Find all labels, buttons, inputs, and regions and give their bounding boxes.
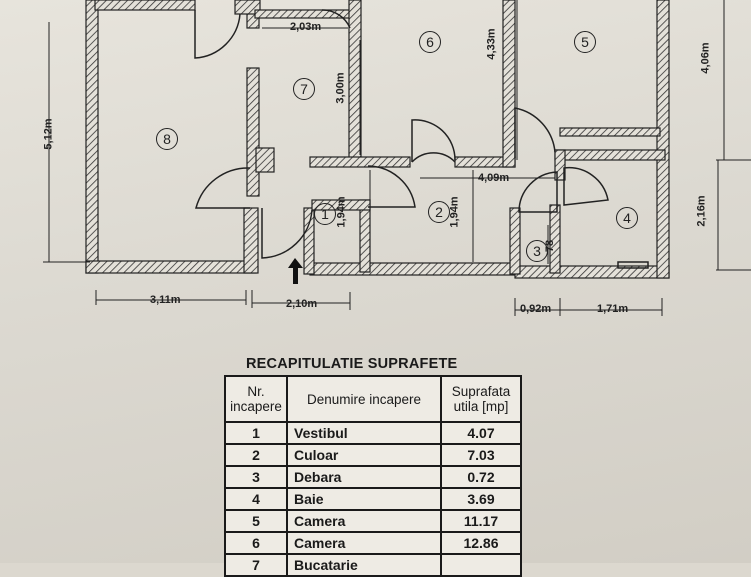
room-number-1: 1 <box>314 203 336 225</box>
cell-area: 4.07 <box>440 421 522 445</box>
cell-nr: 1 <box>224 421 288 445</box>
room-number-6: 6 <box>419 31 441 53</box>
cell-name: Bucatarie <box>286 553 442 577</box>
dim-room5-height: 4,06m <box>699 42 712 74</box>
dim-debara-width: 0,92m <box>520 303 552 315</box>
cell-name: Vestibul <box>286 421 442 445</box>
cell-area <box>440 553 522 577</box>
dim-room8-height: 5,12m <box>42 118 55 150</box>
dim-corridor-width: 4,09m <box>478 172 510 184</box>
cell-nr: 3 <box>224 465 288 489</box>
doors <box>194 9 649 269</box>
dim-room8-width: 3,11m <box>150 294 181 306</box>
cell-area: 7.03 <box>440 443 522 467</box>
dim-room6-height: 4,33m <box>485 28 498 60</box>
room-number-8: 8 <box>156 128 178 150</box>
cell-area: 0.72 <box>440 465 522 489</box>
room-number-7: 7 <box>293 78 315 100</box>
dim-room7-width: 2,03m <box>290 21 322 33</box>
table-row: 5 Camera 11.17 <box>224 509 522 533</box>
dim-room4-height: 2,16m <box>695 195 708 227</box>
dim-baie-width: 1,71m <box>597 303 629 315</box>
cell-nr: 6 <box>224 531 288 555</box>
cell-nr: 7 <box>224 553 288 577</box>
cell-name: Baie <box>286 487 442 511</box>
recap-title: RECAPITULATIE SUPRAFETE <box>246 356 458 372</box>
cell-name: Culoar <box>286 443 442 467</box>
recap-table: Nr. incapere Denumire incapere Suprafata… <box>224 375 522 577</box>
cell-name: Debara <box>286 465 442 489</box>
cell-name: Camera <box>286 531 442 555</box>
room-number-2: 2 <box>428 201 450 223</box>
dimension-lines <box>43 0 751 316</box>
room-number-4: 4 <box>616 207 638 229</box>
header-area: Suprafata utila [mp] <box>440 375 522 423</box>
cell-nr: 2 <box>224 443 288 467</box>
cell-nr: 5 <box>224 509 288 533</box>
recap-header-row: Nr. incapere Denumire incapere Suprafata… <box>224 375 522 423</box>
header-name: Denumire incapere <box>286 375 442 423</box>
table-row: 6 Camera 12.86 <box>224 531 522 555</box>
table-row: 7 Bucatarie <box>224 553 522 577</box>
cell-name: Camera <box>286 509 442 533</box>
dim-entry-width: 2,10m <box>286 298 318 310</box>
floor-plan <box>43 0 751 316</box>
cell-area: 11.17 <box>440 509 522 533</box>
room-number-3: 3 <box>526 240 548 262</box>
dim-room7-height: 3,00m <box>334 72 347 104</box>
entrance-arrow <box>288 258 303 284</box>
dim-room1-height: 1,94m <box>335 196 348 228</box>
header-nr: Nr. incapere <box>224 375 288 423</box>
table-row: 1 Vestibul 4.07 <box>224 421 522 445</box>
dim-room2-height: 1,94m <box>448 196 461 228</box>
table-row: 3 Debara 0.72 <box>224 465 522 489</box>
room-number-5: 5 <box>574 31 596 53</box>
table-row: 4 Baie 3.69 <box>224 487 522 511</box>
table-row: 2 Culoar 7.03 <box>224 443 522 467</box>
cell-nr: 4 <box>224 487 288 511</box>
cell-area: 3.69 <box>440 487 522 511</box>
walls <box>85 0 670 279</box>
cell-area: 12.86 <box>440 531 522 555</box>
